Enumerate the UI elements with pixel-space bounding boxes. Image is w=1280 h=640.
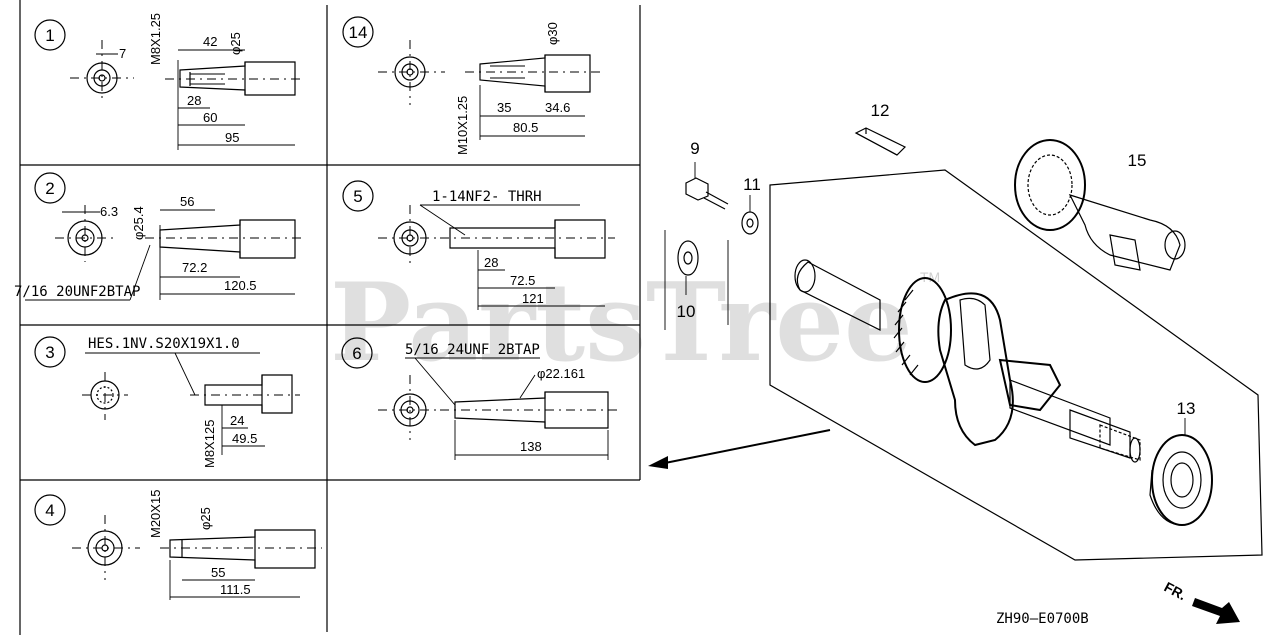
variant-number: 1	[45, 26, 54, 45]
crankshaft-assembly: 9 11 10 12 15 13	[648, 101, 1263, 561]
crankshaft	[794, 259, 1141, 463]
svg-text:24: 24	[230, 413, 244, 428]
svg-text:M8X1.25: M8X1.25	[148, 13, 163, 65]
svg-text:1-14NF2- THRH: 1-14NF2- THRH	[432, 189, 542, 205]
svg-text:72.5: 72.5	[510, 273, 535, 288]
diagram-code: ZH90–E0700B	[996, 611, 1089, 627]
direction-arrow	[648, 429, 831, 469]
ball-bearing	[1149, 418, 1213, 526]
variant-number: 14	[349, 23, 368, 42]
callout-15: 15	[1128, 151, 1147, 170]
callout-12: 12	[871, 101, 890, 120]
front-indicator: FR.	[1162, 579, 1240, 624]
watermark-text: PartsTree	[330, 260, 913, 386]
svg-text:120.5: 120.5	[224, 278, 257, 293]
svg-text:138: 138	[520, 439, 542, 454]
svg-text:HES.1NV.S20X19X1.0: HES.1NV.S20X19X1.0	[88, 336, 240, 352]
svg-text:56: 56	[180, 194, 194, 209]
svg-text:φ30: φ30	[545, 22, 560, 45]
svg-text:72.2: 72.2	[182, 260, 207, 275]
svg-text:M10X1.25: M10X1.25	[455, 96, 470, 155]
variant-number: 3	[45, 343, 54, 362]
variant-number: 5	[353, 187, 362, 206]
bolt	[685, 162, 729, 210]
svg-text:34.6: 34.6	[545, 100, 570, 115]
variant-cell-4[interactable]: 4 M20X15 φ25 55 111.5	[34, 490, 322, 600]
svg-text:φ25.4: φ25.4	[131, 206, 146, 240]
svg-text:55: 55	[211, 565, 225, 580]
variant-cell-1[interactable]: 1 7 42 M8X1.25 φ25 28 60 95	[34, 13, 300, 150]
svg-text:M20X15: M20X15	[148, 490, 163, 538]
callout-9: 9	[690, 139, 699, 158]
svg-text:60: 60	[203, 110, 217, 125]
variant-cell-3[interactable]: 3 HES.1NV.S20X19X1.0 M8X125 24 49.5	[34, 336, 300, 468]
svg-text:35: 35	[497, 100, 511, 115]
variant-cell-2[interactable]: 2 6.3 φ25.4 56 72.2 120.5 7/16 20UNF2BTA…	[14, 172, 305, 301]
woodruff-key	[854, 127, 907, 156]
svg-text:80.5: 80.5	[513, 120, 538, 135]
callout-11: 11	[743, 175, 761, 194]
svg-text:φ22.161: φ22.161	[537, 366, 585, 381]
svg-text:M8X125: M8X125	[202, 420, 217, 468]
variant-number: 2	[45, 179, 54, 198]
svg-text:49.5: 49.5	[232, 431, 257, 446]
variant-number: 4	[45, 501, 54, 520]
assembly-frame	[769, 169, 1263, 561]
svg-text:28: 28	[187, 93, 201, 108]
callout-13: 13	[1177, 399, 1196, 418]
svg-text:5/16 24UNF 2BTAP: 5/16 24UNF 2BTAP	[405, 342, 540, 358]
svg-text:7/16 20UNF2BTAP: 7/16 20UNF2BTAP	[14, 284, 140, 300]
svg-text:7: 7	[119, 46, 126, 61]
camshaft	[1014, 139, 1186, 271]
variant-number: 6	[352, 344, 361, 363]
variant-cell-6[interactable]: 6 5/16 24UNF 2BTAP φ22.161 138	[341, 337, 618, 460]
svg-text:111.5: 111.5	[220, 582, 251, 597]
front-label: FR.	[1162, 579, 1189, 604]
svg-text:φ25: φ25	[198, 507, 213, 530]
svg-text:φ25: φ25	[228, 32, 243, 55]
variant-cell-14[interactable]: 14 φ30 M10X1.25 35 34.6 80.5	[342, 16, 600, 155]
variant-grid	[19, 0, 641, 635]
svg-text:42: 42	[203, 34, 217, 49]
svg-text:28: 28	[484, 255, 498, 270]
washer-large	[677, 240, 699, 295]
watermark: PartsTree TM	[330, 260, 940, 386]
svg-text:121: 121	[522, 291, 544, 306]
washer-small	[741, 195, 759, 235]
svg-text:95: 95	[225, 130, 239, 145]
variant-cell-5[interactable]: 5 1-14NF2- THRH 28 72.5 121	[342, 180, 615, 310]
callout-10: 10	[677, 302, 696, 321]
svg-text:6.3: 6.3	[100, 204, 118, 219]
